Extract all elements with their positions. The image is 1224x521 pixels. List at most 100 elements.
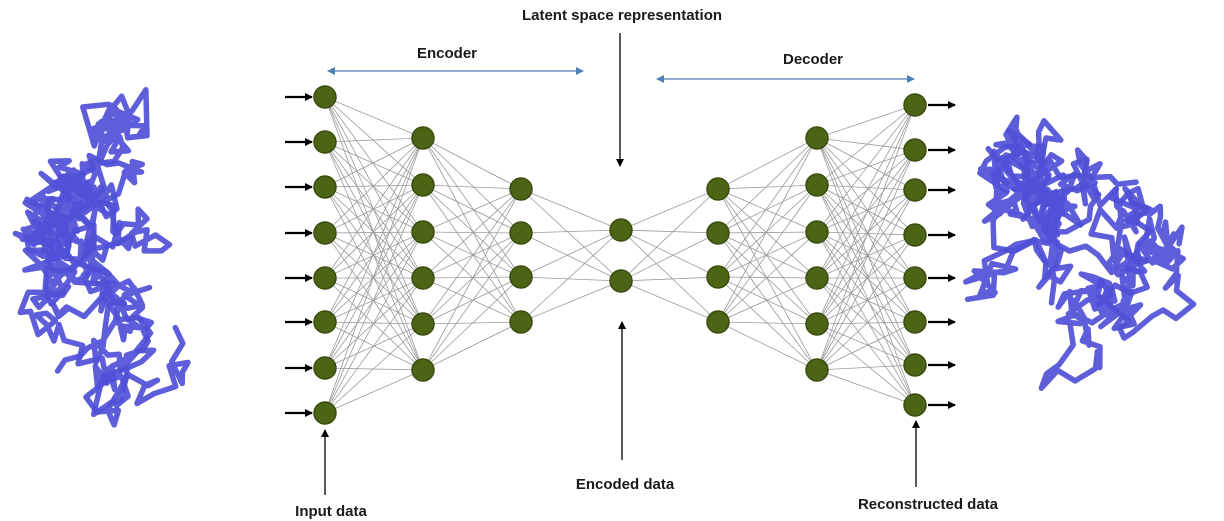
network-edge — [717, 231, 818, 234]
network-edge — [324, 277, 424, 371]
network-edge — [717, 188, 818, 279]
network-edge — [717, 137, 818, 323]
network-edge — [816, 277, 916, 366]
io-arrows — [285, 93, 956, 417]
network-edge — [520, 188, 622, 282]
network-edge — [717, 232, 818, 279]
network-edge — [422, 231, 522, 234]
network-edge — [422, 276, 522, 279]
network-edge — [620, 229, 719, 278]
network-edge — [816, 104, 916, 233]
network-edge — [816, 184, 916, 236]
network-edge — [816, 323, 916, 406]
neuron-node-layer-4 — [609, 269, 633, 293]
network-edge — [520, 229, 622, 278]
network-edge — [816, 231, 916, 279]
network-edge — [422, 232, 522, 279]
network-edge — [422, 276, 522, 371]
network-edge — [620, 188, 719, 282]
network-edge — [324, 137, 424, 279]
network-neurons — [313, 85, 927, 425]
protein-backbone-strand — [54, 266, 155, 428]
network-edge — [422, 184, 522, 234]
network-edge — [520, 280, 622, 323]
network-edge — [422, 137, 522, 190]
network-edge — [816, 104, 916, 325]
network-edge — [422, 188, 522, 233]
network-edge — [717, 277, 818, 323]
network-edge — [422, 231, 522, 278]
network-edge — [717, 321, 818, 325]
network-edge — [324, 231, 424, 414]
network-edge — [717, 232, 818, 371]
neuron-node-layer-6 — [805, 126, 829, 150]
network-edge — [717, 321, 818, 371]
network-edge — [816, 369, 916, 406]
network-edge — [816, 234, 916, 371]
network-edge — [816, 277, 916, 371]
neuron-node-layer-5 — [706, 221, 730, 245]
network-edge — [816, 231, 916, 406]
network-edge — [422, 137, 522, 278]
network-edge — [816, 104, 916, 371]
network-edge — [422, 184, 522, 278]
network-edge — [816, 137, 916, 406]
protein-backbone-strand — [17, 189, 131, 409]
protein-backbone-strand — [985, 114, 1096, 246]
network-edge — [620, 280, 719, 323]
neuron-node-layer-7 — [903, 93, 927, 117]
input-protein-structure-icon — [12, 87, 191, 428]
network-edge — [816, 321, 916, 371]
network-edge — [422, 188, 522, 325]
neuron-node-layer-7 — [903, 178, 927, 202]
network-edge — [324, 231, 424, 279]
input-data-label: Input data — [295, 503, 367, 520]
network-edge — [717, 232, 818, 325]
network-edge — [717, 184, 818, 278]
network-edge — [520, 232, 622, 282]
network-edge — [816, 189, 916, 233]
network-edge — [717, 188, 818, 371]
network-edge — [816, 184, 916, 191]
network-edge — [422, 232, 522, 371]
network-edge — [520, 276, 622, 282]
network-edge — [816, 104, 916, 139]
neuron-node-layer-1 — [313, 221, 337, 245]
neuron-node-layer-6 — [805, 266, 829, 290]
network-edge — [816, 137, 916, 366]
network-edge — [324, 96, 424, 139]
neuron-node-layer-7 — [903, 138, 927, 162]
network-edge — [717, 188, 818, 325]
network-edge — [422, 188, 522, 279]
network-edge — [324, 323, 424, 414]
latent-space-label: Latent space representation — [522, 7, 722, 24]
network-edge — [717, 184, 818, 190]
neuron-node-layer-1 — [313, 401, 337, 425]
network-edge — [816, 184, 916, 279]
network-edge — [717, 188, 818, 233]
network-edge — [816, 149, 916, 186]
network-edge — [620, 232, 719, 282]
neuron-node-layer-7 — [903, 266, 927, 290]
network-edge — [816, 184, 916, 366]
network-edge — [717, 231, 818, 278]
neuron-node-layer-6 — [805, 358, 829, 382]
neuron-node-layer-1 — [313, 266, 337, 290]
network-edge — [324, 277, 424, 325]
network-edge — [816, 137, 916, 151]
network-edge — [324, 137, 424, 188]
neuron-node-layer-3 — [509, 265, 533, 289]
network-edge — [816, 277, 916, 406]
network-edge — [816, 137, 916, 191]
network-edge — [324, 231, 424, 234]
decoder-label: Decoder — [783, 51, 843, 68]
network-edge — [324, 137, 424, 414]
network-edge — [422, 232, 522, 325]
network-edge — [324, 232, 424, 279]
network-edge — [422, 184, 522, 323]
network-edge — [324, 277, 424, 414]
network-edge — [816, 277, 916, 325]
network-edge — [324, 96, 424, 186]
network-edge — [520, 188, 622, 231]
